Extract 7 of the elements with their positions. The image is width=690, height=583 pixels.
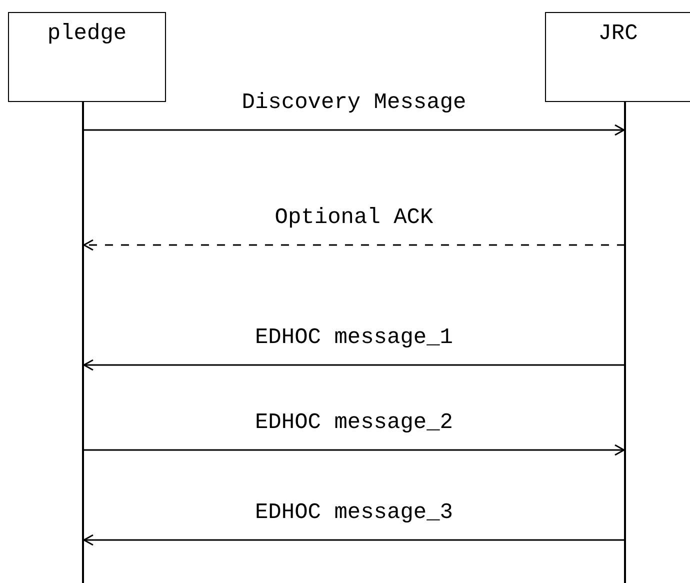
message-arrow <box>83 124 625 136</box>
participant-name: pledge <box>46 21 128 46</box>
message-arrow <box>83 534 625 546</box>
message-arrow <box>83 444 625 456</box>
message-arrow <box>83 239 625 251</box>
participant-name: JRC <box>597 21 639 46</box>
message-arrow <box>83 359 625 371</box>
